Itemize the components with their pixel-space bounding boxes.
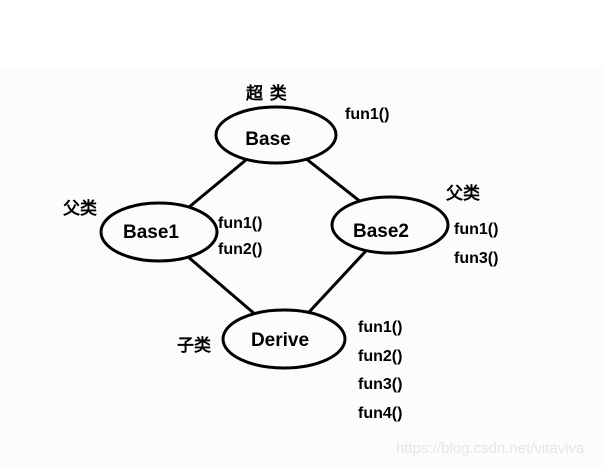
node-label-base: Base [245,129,291,150]
node-label-base2: Base2 [353,221,409,242]
method-item: fun3() [454,250,499,267]
method-item: fun1() [358,319,403,336]
method-item: fun2() [358,347,403,365]
node-label-derive: Derive [250,330,310,351]
annotation-superclass: 超 类 [246,84,288,103]
annotation-parent-right: 父类 [446,184,480,203]
annotation-subclass: 子类 [177,336,211,355]
node-ellipse-base1 [99,201,219,263]
method-item: fun1() [345,106,390,123]
method-item: fun4() [358,404,403,422]
method-item: fun1() [218,215,263,232]
annotation-parent-left: 父类 [63,199,97,218]
watermark: https://blog.csdn.net/vitaviva [396,440,585,457]
method-list-base2: fun1() fun3() [454,215,498,273]
node-ellipse-base [214,105,338,165]
node-ellipse-base2 [330,195,450,255]
method-list-base: fun1() [345,102,389,128]
method-item: fun2() [218,241,263,258]
method-list-derive: fun1() fun2() fun3() fun4() [358,314,402,428]
method-item: fun1() [454,221,499,238]
node-ellipse-derive [221,308,347,370]
node-label-base1: Base1 [123,222,179,243]
background-band [0,0,603,66]
method-item: fun3() [358,376,403,393]
method-list-base1: fun1() fun2() [218,211,262,263]
